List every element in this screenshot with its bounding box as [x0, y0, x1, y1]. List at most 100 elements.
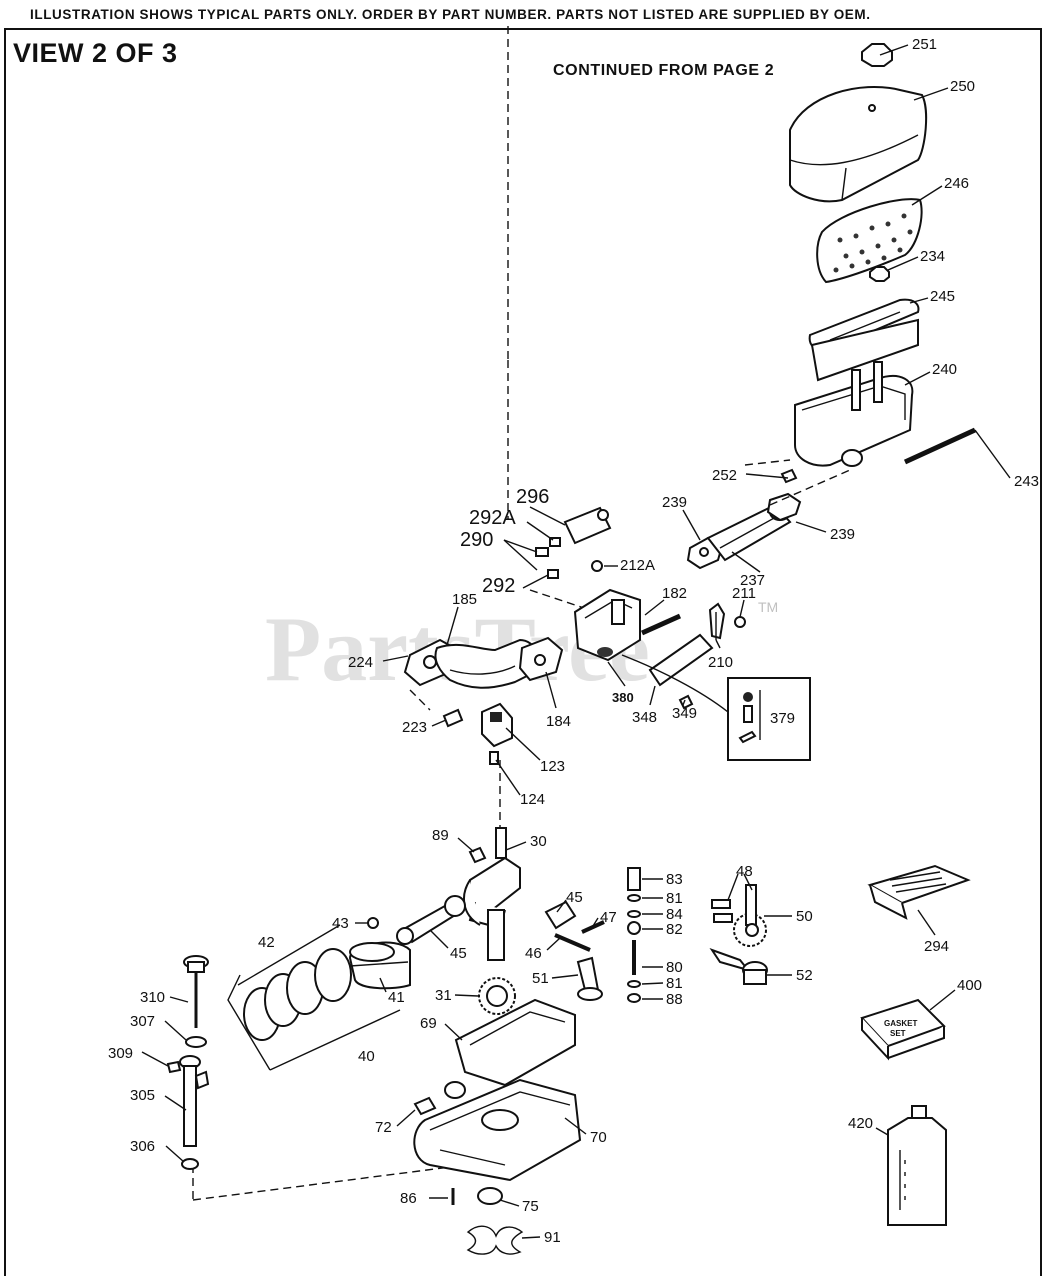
crankcase-70	[413, 1078, 582, 1182]
cap-nut-251	[861, 43, 893, 67]
fitting-290a	[535, 547, 549, 557]
callout-420: 420	[848, 1115, 873, 1132]
callout-40: 40	[358, 1048, 375, 1065]
piston-41	[348, 941, 411, 990]
callout-47: 47	[600, 909, 617, 926]
disclaimer-text: ILLUSTRATION SHOWS TYPICAL PARTS ONLY. O…	[30, 7, 871, 22]
callout-348: 348	[632, 709, 657, 726]
callout-41: 41	[388, 989, 405, 1006]
callout-88: 88	[666, 991, 683, 1008]
callout-89: 89	[432, 827, 449, 844]
callout-42: 42	[258, 934, 275, 951]
tappets-52	[709, 948, 768, 985]
callout-51: 51	[532, 970, 549, 987]
connecting-rod-45	[396, 895, 466, 945]
leader-290-a	[503, 539, 538, 553]
callout-223: 223	[402, 719, 427, 736]
fill-tube-305	[179, 1055, 210, 1147]
callout-75: 75	[522, 1198, 539, 1215]
callout-81a: 81	[666, 890, 683, 907]
crank-gear-31	[478, 977, 516, 1015]
watermark-tm: TM	[758, 599, 778, 615]
callout-246: 246	[944, 175, 969, 192]
callout-296: 296	[516, 486, 549, 508]
callout-234: 234	[920, 248, 945, 265]
callout-237: 237	[740, 572, 765, 589]
kit-box-379	[621, 654, 811, 761]
air-cleaner-cover-250	[789, 86, 928, 203]
callout-309: 309	[108, 1045, 133, 1062]
callout-83: 83	[666, 871, 683, 888]
seal-75	[477, 1187, 503, 1205]
gasket-set-label-line2: SET	[890, 1029, 906, 1038]
callout-81b: 81	[666, 975, 683, 992]
header-rule	[4, 28, 1040, 30]
callout-250: 250	[950, 78, 975, 95]
leader-lines	[141, 44, 956, 1239]
callout-306: 306	[130, 1138, 155, 1155]
callout-379: 379	[770, 710, 795, 727]
callout-91: 91	[544, 1229, 561, 1246]
callout-294: 294	[924, 938, 949, 955]
oil-bottle-420	[887, 1105, 947, 1226]
callout-80: 80	[666, 959, 683, 976]
callout-50: 50	[796, 908, 813, 925]
intake-elbow-185	[434, 638, 540, 689]
fitting-dash-line	[529, 589, 591, 611]
callout-240: 240	[932, 361, 957, 378]
screw-252	[744, 459, 798, 484]
callout-292a: 292A	[469, 507, 516, 529]
bracket-210	[708, 602, 726, 640]
solenoid-296	[563, 506, 612, 545]
callout-251: 251	[912, 36, 937, 53]
callout-310: 310	[140, 989, 165, 1006]
callout-245: 245	[930, 288, 955, 305]
washer-292a	[549, 537, 561, 547]
callout-30: 30	[530, 833, 547, 850]
callout-182: 182	[662, 585, 687, 602]
callout-84: 84	[666, 906, 683, 923]
callout-72: 72	[375, 1119, 392, 1136]
stud-47	[581, 920, 605, 934]
callout-labels: 251 250 246 234 245 240 243 252 239 239 …	[108, 36, 1039, 1246]
callout-69: 69	[420, 1015, 437, 1032]
screw-223	[442, 708, 464, 728]
governor-51	[576, 956, 603, 1001]
air-filter-element-246	[816, 198, 923, 284]
callout-305: 305	[130, 1087, 155, 1104]
callout-210: 210	[708, 654, 733, 671]
bracket-348	[648, 612, 717, 687]
callout-252: 252	[712, 467, 737, 484]
callout-31: 31	[435, 987, 452, 1004]
bolt-43	[367, 917, 379, 929]
carburetor-182	[573, 588, 641, 662]
callout-82: 82	[666, 921, 683, 938]
view-title: VIEW 2 OF 3	[13, 38, 178, 68]
rocker-45	[544, 900, 577, 930]
bolt-182	[640, 613, 682, 636]
bracket-40	[227, 974, 271, 1071]
leader-290-b	[503, 539, 538, 571]
screw-212a	[591, 560, 603, 572]
callout-211: 211	[732, 585, 756, 602]
bolt-243	[903, 427, 1011, 479]
screw-309	[166, 1060, 182, 1074]
screw-211	[734, 616, 746, 628]
callout-243: 243	[1014, 473, 1039, 490]
callout-70: 70	[590, 1129, 607, 1146]
continued-note: CONTINUED FROM PAGE 2	[553, 62, 775, 79]
callout-400: 400	[957, 977, 982, 994]
nut-292	[547, 569, 559, 579]
diagram-frame	[4, 28, 1042, 1276]
o-ring-306	[181, 1158, 199, 1170]
piston-rings-42	[243, 948, 352, 1041]
air-cleaner-base-240	[794, 361, 914, 467]
callout-292: 292	[482, 575, 515, 597]
block-123	[481, 702, 513, 748]
gasket-set-label-line1: GASKET	[884, 1019, 917, 1028]
callout-123: 123	[540, 758, 565, 775]
callout-380: 380	[612, 690, 634, 705]
base-to-spacer-line	[769, 469, 851, 506]
callout-184: 184	[546, 713, 571, 730]
